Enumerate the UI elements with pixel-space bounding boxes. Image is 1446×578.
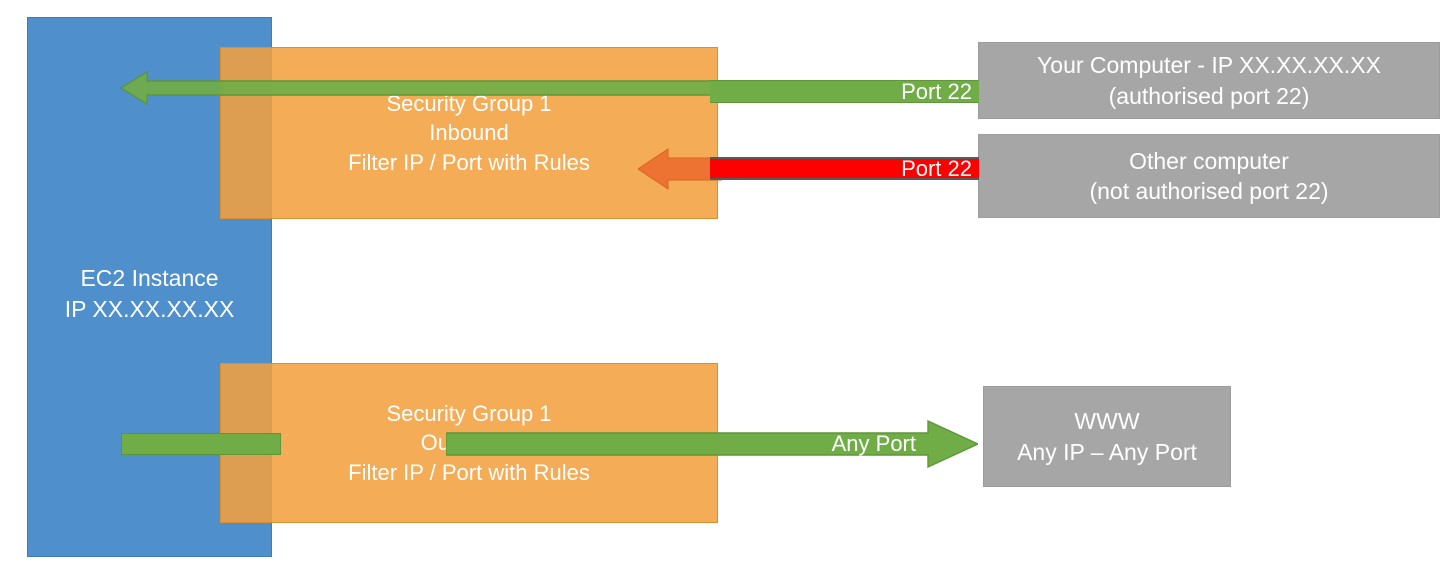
- security-group-inbound-box: Security Group 1 Inbound Filter IP / Por…: [220, 47, 718, 219]
- blocked-inbound-arrow: [638, 147, 722, 191]
- sg-outbound-title: Security Group 1: [386, 401, 552, 427]
- sg-inbound-description: Filter IP / Port with Rules: [348, 149, 590, 175]
- allowed-port22-label: Port 22: [901, 78, 972, 104]
- www-note: Any IP – Any Port: [1017, 438, 1197, 465]
- ec2-instance-label: EC2 Instance IP XX.XX.XX.XX: [28, 263, 271, 326]
- allowed-outbound-arrow: Any Port: [446, 420, 978, 468]
- your-computer-title: Your Computer - IP XX.XX.XX.XX: [1037, 52, 1381, 79]
- sg-outbound-description: Filter IP / Port with Rules: [348, 459, 590, 485]
- other-computer-note: (not authorised port 22): [1089, 178, 1329, 204]
- other-computer-title: Other computer: [1129, 147, 1289, 174]
- ec2-instance-ip: IP XX.XX.XX.XX: [64, 296, 235, 323]
- other-computer-box: Other computer (not authorised port 22): [978, 134, 1440, 218]
- blocked-port22-label: Port 22: [901, 155, 972, 181]
- allowed-port22-connector: Port 22: [710, 78, 979, 104]
- sg-inbound-direction: Inbound: [429, 120, 509, 146]
- outbound-source-stub: [121, 433, 281, 455]
- your-computer-note: (authorised port 22): [1108, 82, 1310, 109]
- www-title: WWW: [1074, 408, 1140, 435]
- blocked-port22-connector: Port 22: [710, 155, 979, 181]
- www-box: WWW Any IP – Any Port: [983, 386, 1231, 487]
- your-computer-box: Your Computer - IP XX.XX.XX.XX (authoris…: [978, 42, 1440, 119]
- allowed-inbound-arrow: [121, 70, 721, 106]
- allowed-outbound-label: Any Port: [831, 431, 916, 456]
- ec2-instance-name: EC2 Instance: [80, 265, 219, 291]
